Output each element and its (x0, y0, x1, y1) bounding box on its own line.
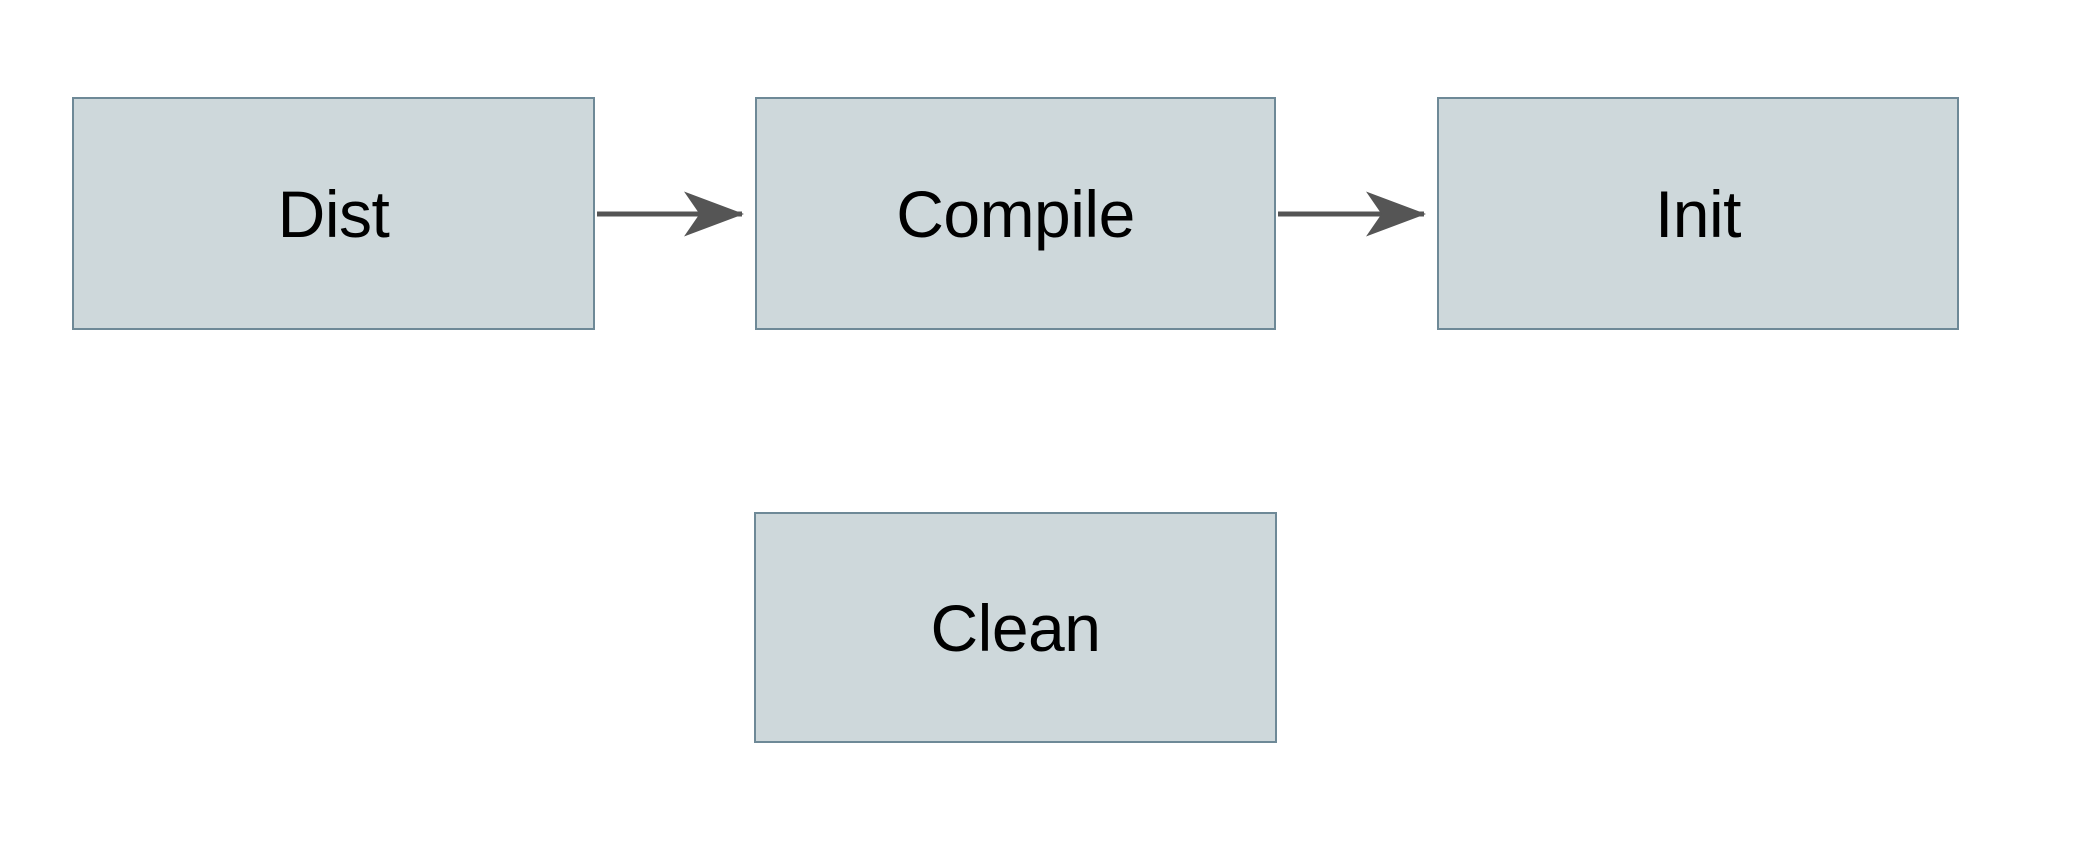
node-dist-label: Dist (277, 176, 390, 251)
node-clean-label: Clean (930, 590, 1101, 665)
node-dist[interactable]: Dist (72, 97, 595, 330)
node-init[interactable]: Init (1437, 97, 1959, 330)
node-compile-label: Compile (896, 176, 1135, 251)
node-init-label: Init (1654, 176, 1742, 251)
node-clean[interactable]: Clean (754, 512, 1277, 743)
node-compile[interactable]: Compile (755, 97, 1276, 330)
